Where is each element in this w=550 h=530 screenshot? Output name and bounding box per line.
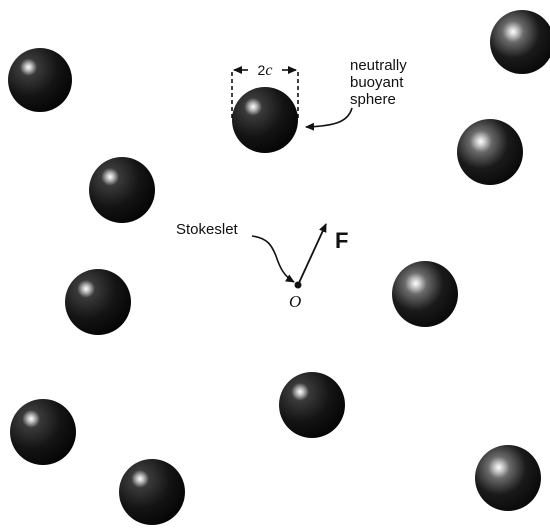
diameter-dimension: 2c: [231, 62, 299, 118]
stokeslet-group: Stokeslet O: [176, 221, 302, 311]
force-arrow: [297, 223, 327, 286]
sphere-label-line1: neutrally: [350, 57, 407, 74]
sphere: [119, 459, 185, 525]
sphere: [490, 10, 550, 74]
sphere-neutrally-buoyant: [232, 87, 298, 153]
stokeslet-leader-arrow: [251, 235, 295, 283]
origin-label: O: [289, 292, 301, 311]
stokeslet-label: Stokeslet: [176, 221, 239, 238]
force-label: F: [335, 228, 348, 253]
sphere: [392, 261, 458, 327]
sphere: [10, 399, 76, 465]
sphere-label-group: neutrally buoyant sphere: [305, 57, 407, 131]
sphere: [279, 372, 345, 438]
sphere: [457, 119, 523, 185]
force-vector: F: [297, 223, 348, 286]
sphere: [8, 48, 72, 112]
sphere: [475, 445, 541, 511]
sphere-label-line3: sphere: [350, 91, 396, 108]
sphere-label-line2: buoyant: [350, 74, 404, 91]
sphere: [89, 157, 155, 223]
sphere-leader-arrow: [305, 107, 353, 131]
dimension-label: 2c: [258, 62, 273, 79]
sphere: [65, 269, 131, 335]
spheres: [8, 10, 550, 525]
